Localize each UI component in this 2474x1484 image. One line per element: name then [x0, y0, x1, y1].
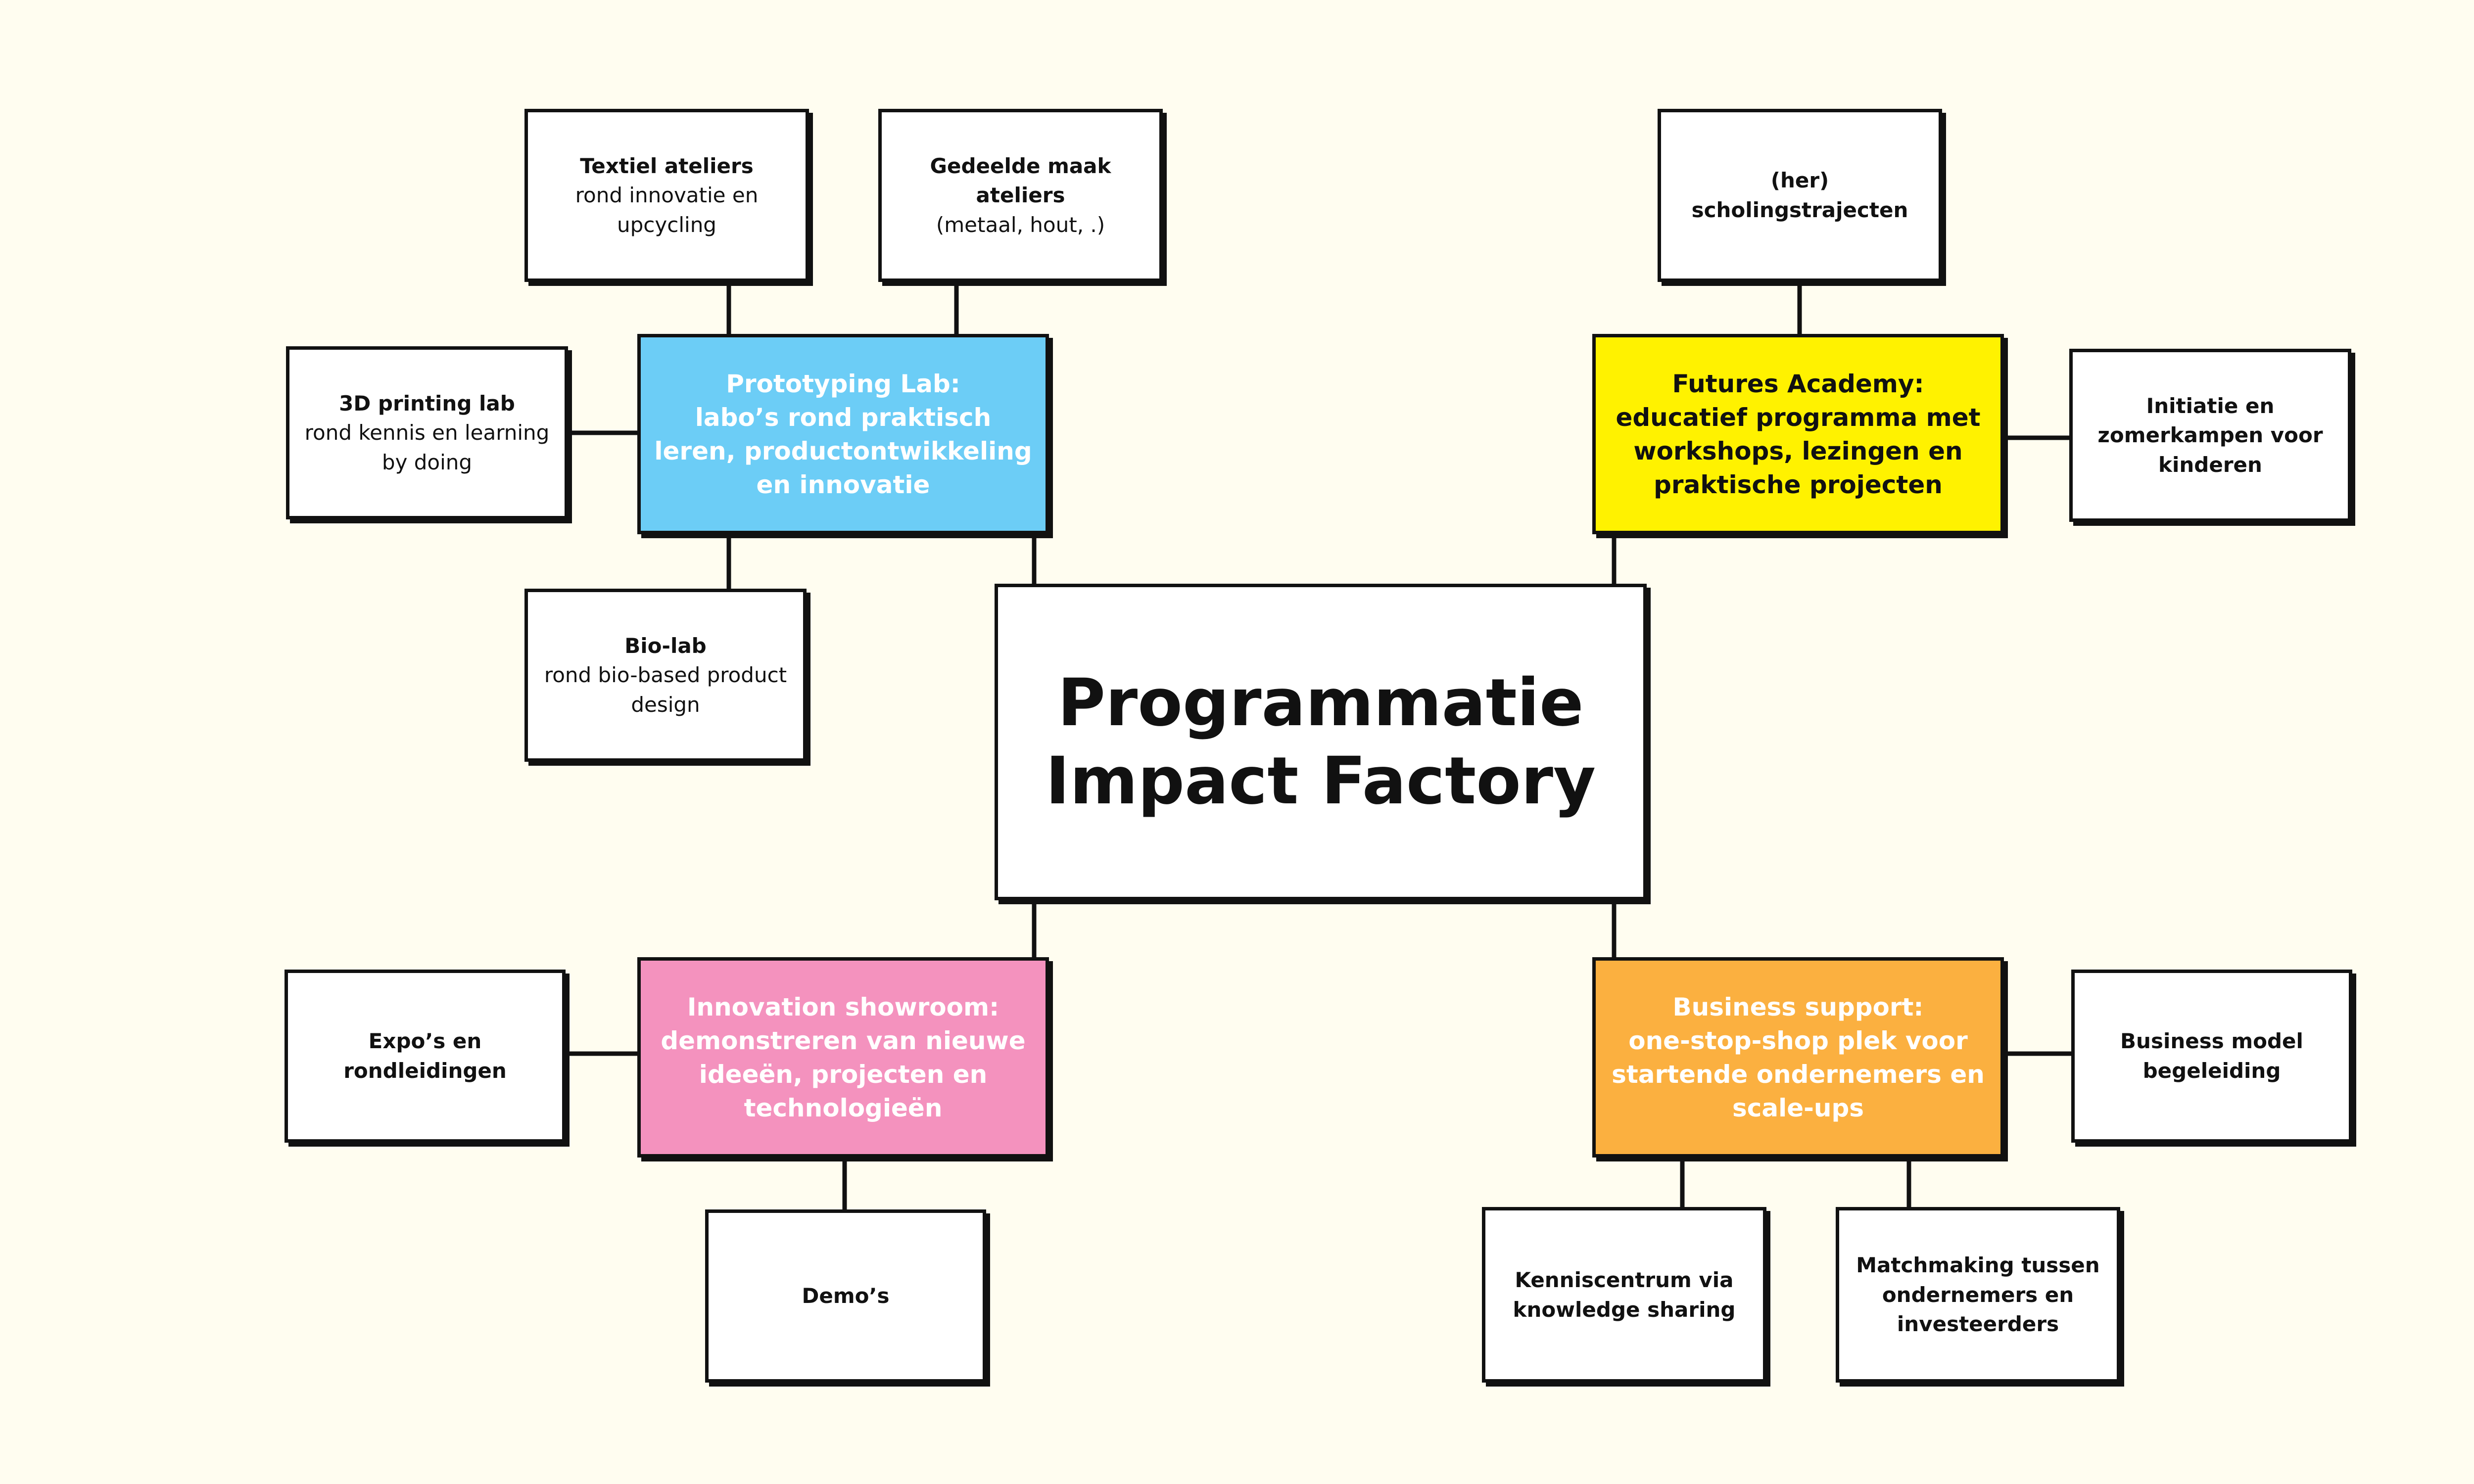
leaf-businessmodel-title: Business model begeleiding [2120, 1029, 2303, 1083]
leaf-biolab-text: rond bio-based product design [544, 663, 787, 717]
leaf-matchmaking-title: Matchmaking tussen ondernemers en invest… [1856, 1253, 2100, 1337]
leaf-scholingstrajecten: (her) scholingstrajecten [1658, 109, 1942, 282]
leaf-demos: Demo’s [705, 1209, 986, 1383]
hub-prototyping-title: Prototyping Lab: [726, 369, 960, 398]
leaf-textiel-ateliers: Textiel ateliers rond innovatie en upcyc… [524, 109, 809, 282]
leaf-business-model: Business model begeleiding [2071, 970, 2352, 1143]
hub-business-support: Business support: one-stop-shop plek voo… [1592, 957, 2004, 1158]
leaf-kennis-title: Kenniscentrum via knowledge sharing [1513, 1267, 1736, 1322]
hub-business-text: one-stop-shop plek voor startende ondern… [1612, 1026, 1985, 1122]
leaf-textiel-title: Textiel ateliers [580, 153, 754, 178]
leaf-initiatie-title: Initiatie en zomerkampen voor kinderen [2097, 393, 2323, 477]
center-box: Programmatie Impact Factory [995, 584, 1647, 900]
leaf-expo-title: Expo’s en rondleidingen [343, 1029, 507, 1083]
leaf-demos-title: Demo’s [802, 1284, 890, 1308]
hub-innovation-title: Innovation showroom: [687, 992, 999, 1021]
leaf-matchmaking: Matchmaking tussen ondernemers en invest… [1836, 1207, 2120, 1383]
leaf-initiatie-zomerkampen: Initiatie en zomerkampen voor kinderen [2069, 349, 2351, 522]
hub-futures-academy: Futures Academy: educatief programma met… [1592, 334, 2004, 534]
hub-business-title: Business support: [1672, 992, 1924, 1021]
hub-innovation-showroom: Innovation showroom: demonstreren van ni… [637, 957, 1049, 1158]
leaf-expos-rondleidingen: Expo’s en rondleidingen [285, 970, 566, 1143]
leaf-3d-printing-lab: 3D printing lab rond kennis en learning … [286, 346, 568, 519]
leaf-bio-lab: Bio-lab rond bio-based product design [524, 589, 807, 762]
hub-futures-title: Futures Academy: [1672, 369, 1924, 398]
hub-innovation-text: demonstreren van nieuwe ideeën, projecte… [661, 1026, 1026, 1122]
leaf-scholing-title: (her) scholingstrajecten [1691, 168, 1908, 222]
leaf-printing-title: 3D printing lab [339, 391, 515, 416]
leaf-gedeelde-title: Gedeelde maak ateliers [930, 153, 1111, 208]
center-title: Programmatie Impact Factory [1045, 664, 1596, 819]
leaf-gedeelde-ateliers: Gedeelde maak ateliers (metaal, hout, .) [878, 109, 1163, 282]
leaf-kenniscentrum: Kenniscentrum via knowledge sharing [1482, 1207, 1766, 1383]
hub-prototyping-text: labo’s rond praktisch leren, productontw… [654, 403, 1032, 499]
hub-prototyping-lab: Prototyping Lab: labo’s rond praktisch l… [637, 334, 1049, 534]
leaf-biolab-title: Bio-lab [624, 633, 707, 658]
leaf-textiel-text: rond innovatie en upcycling [575, 183, 759, 237]
hub-futures-text: educatief programma met workshops, lezin… [1616, 403, 1981, 499]
leaf-gedeelde-text: (metaal, hout, .) [936, 212, 1105, 237]
leaf-printing-text: rond kennis en learning by doing [304, 420, 550, 474]
